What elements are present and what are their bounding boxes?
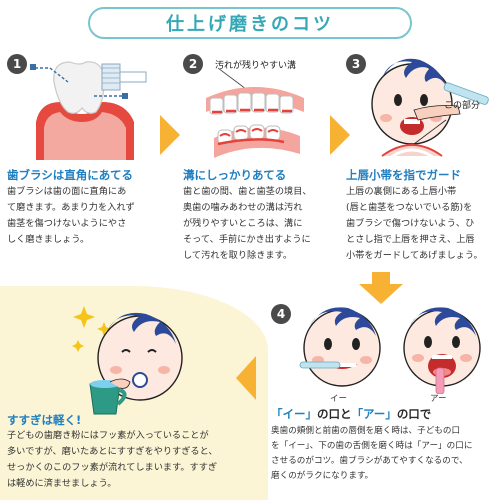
arrow-down-stem: [372, 272, 390, 284]
arrow-right-icon: [160, 115, 180, 155]
step-1-body-line: て磨きます。あまり力を入れず: [7, 202, 135, 213]
step-3-heading: 上唇小帯を指でガード: [346, 168, 461, 182]
tip-body-line: 子どもの歯磨き粉にはフッ素が入っていることが: [7, 430, 209, 441]
step-3-callout: この部分: [444, 101, 481, 111]
step-1-body: 歯ブラシは歯の面に直角にあ て磨きます。あまり力を入れず 歯茎を傷つけないように…: [7, 184, 157, 248]
step-4-heading-aa: 「アー」: [351, 407, 397, 421]
step-2-body-line: そって、手前にかき出すように: [183, 234, 311, 245]
step-3-body-line: 歯ブラシで傷つけないよう、ひ: [346, 218, 475, 229]
arrow-right-icon: [330, 115, 350, 155]
step-4-heading-mid: の口と: [317, 407, 352, 421]
step-4-label-ii: イー: [330, 394, 348, 404]
page-title: 仕上げ磨きのコツ: [166, 14, 334, 35]
step-2-body: 歯と歯の間、歯と歯茎の境目、 奥歯の噛みあわせの溝は汚れ が残りやすいところは、…: [183, 184, 333, 264]
title-banner: 仕上げ磨きのコツ: [88, 7, 412, 39]
step-2-body-line: 歯と歯の間、歯と歯茎の境目、: [183, 186, 312, 197]
arrow-left-icon: [236, 356, 256, 400]
step-4-body-line: 奥歯の頬側と前歯の唇側を磨く時は、子どもの口: [271, 426, 461, 436]
tip-body: 子どもの歯磨き粉にはフッ素が入っていることが 多いですが、磨いたあとにすすぎをや…: [7, 428, 257, 492]
step-4-ii-face: [299, 307, 381, 387]
step-4-body-line: させるのがコツ。歯ブラシがあてやすくなるので、: [271, 456, 468, 466]
step-4-number: 4: [271, 304, 291, 324]
step-3-body-line: 上唇の裏側にある上唇小帯: [346, 186, 457, 197]
step-4-body-line: 磨くのがラクになります。: [271, 471, 374, 481]
step-3-body-line: とさし指で上唇を押さえ、上唇: [346, 234, 475, 245]
rinse-illustration: [72, 306, 183, 415]
tip-body-line: は軽めに済ませましょう。: [7, 478, 117, 489]
tip-body-line: 多いですが、磨いたあとにすすぎをやりすぎると、: [7, 446, 218, 457]
step-4-label-aa: アー: [430, 394, 447, 404]
step-1-body-line: 歯茎を傷つけないようにやさ: [7, 218, 127, 229]
tip-heading: すすぎは軽く!: [7, 413, 82, 427]
step-4-heading: 「イー」の口と「アー」の口で: [271, 406, 431, 422]
step-1-heading: 歯ブラシは直角にあてる: [7, 168, 134, 182]
step-1-body-line: 歯ブラシは歯の面に直角にあ: [7, 186, 127, 197]
step-1-body-line: しく磨きましょう。: [7, 234, 90, 245]
step-3-illustration: [371, 58, 489, 160]
step-2-body-line: 奥歯の噛みあわせの溝は汚れ: [183, 202, 303, 213]
tip-body-line: せっかくのこのフッ素が流れてしまいます。すすぎ: [7, 462, 218, 473]
step-2-heading: 溝にしっかりあてる: [183, 168, 287, 182]
step-4-body-line: を「イー」、下の歯の舌側を磨く時は「アー」の口に: [271, 441, 473, 451]
step-4-aa-face: [403, 307, 481, 394]
step-4-body: 奥歯の頬側と前歯の唇側を磨く時は、子どもの口 を「イー」、下の歯の舌側を磨く時は…: [271, 424, 500, 484]
step-3-number: 3: [346, 54, 366, 74]
step-4-heading-ii: 「イー」: [271, 407, 317, 421]
step-3-body-line: (唇と歯茎をつないでいる筋)を: [346, 202, 473, 213]
arrow-down-icon: [359, 284, 403, 304]
step-1-illustration: [30, 61, 147, 160]
step-4-heading-end: の口で: [396, 407, 432, 421]
step-2-body-line: して汚れを取り除きます。: [183, 250, 293, 261]
step-2-body-line: が残りやすいところは、溝に: [183, 218, 303, 229]
step-2-number: 2: [183, 54, 203, 74]
step-2-callout: 汚れが残りやすい溝: [215, 61, 297, 71]
step-3-body-line: 小帯をガードしてあげましょう。: [346, 250, 483, 261]
step-1-number: 1: [7, 54, 27, 74]
step-2-illustration: [206, 87, 304, 158]
step-3-body: 上唇の裏側にある上唇小帯 (唇と歯茎をつないでいる筋)を 歯ブラシで傷つけないよ…: [346, 184, 500, 264]
